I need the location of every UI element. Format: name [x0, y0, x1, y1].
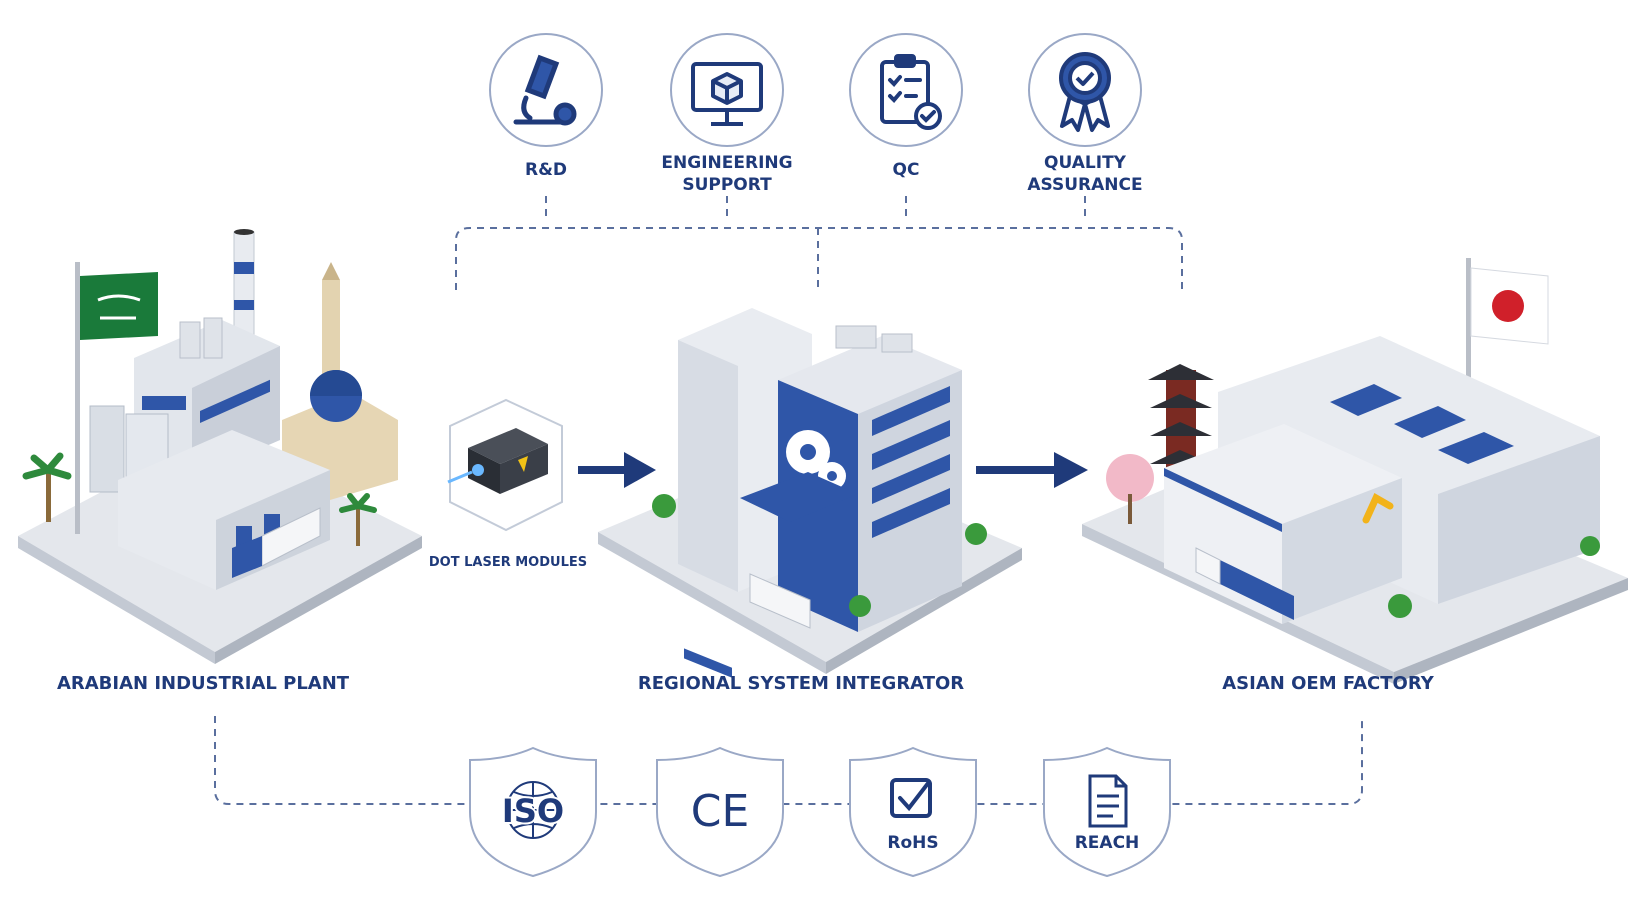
cert-reach: REACH: [1044, 748, 1170, 876]
service-label-line: ENGINEERING: [661, 153, 792, 173]
cert-text: RoHS: [887, 833, 938, 853]
service-label-line: R&D: [525, 160, 567, 180]
service-label-line: QC: [893, 160, 920, 180]
flow-arrow: [976, 452, 1088, 488]
service-label-line: SUPPORT: [682, 175, 772, 195]
service-quality-assurance: QUALITY ASSURANCE: [1027, 34, 1142, 195]
cert-rohs: RoHS: [850, 748, 976, 876]
service-label-line: ASSURANCE: [1027, 175, 1142, 195]
arabian-plant-illustration: [18, 229, 422, 664]
ce-shield-icon: CE: [691, 786, 750, 837]
cert-text: REACH: [1075, 833, 1140, 853]
palm-tree: [26, 456, 68, 522]
service-rnd: R&D: [490, 34, 602, 180]
integrator-building-illustration: [598, 308, 1022, 678]
laser-module-product: DOT LASER MODULES: [429, 400, 587, 570]
certifications-connector: [215, 716, 1362, 804]
cert-ce: CE: [657, 748, 783, 876]
flow-arrow: [578, 452, 656, 488]
service-engineering-support: ENGINEERING SUPPORT: [661, 34, 792, 195]
cert-iso: ISO: [470, 748, 596, 876]
service-label-line: QUALITY: [1044, 153, 1127, 173]
services-connector: [456, 196, 1182, 292]
asian-factory-illustration: [1082, 258, 1628, 684]
facility-label: ARABIAN INDUSTRIAL PLANT: [57, 673, 350, 694]
facility-label: REGIONAL SYSTEM INTEGRATOR: [638, 673, 964, 694]
cert-text: CE: [691, 786, 750, 837]
service-qc: QC: [850, 34, 962, 180]
facility-label: ASIAN OEM FACTORY: [1222, 673, 1434, 694]
cert-text: ISO: [502, 792, 564, 830]
product-label: DOT LASER MODULES: [429, 555, 587, 570]
